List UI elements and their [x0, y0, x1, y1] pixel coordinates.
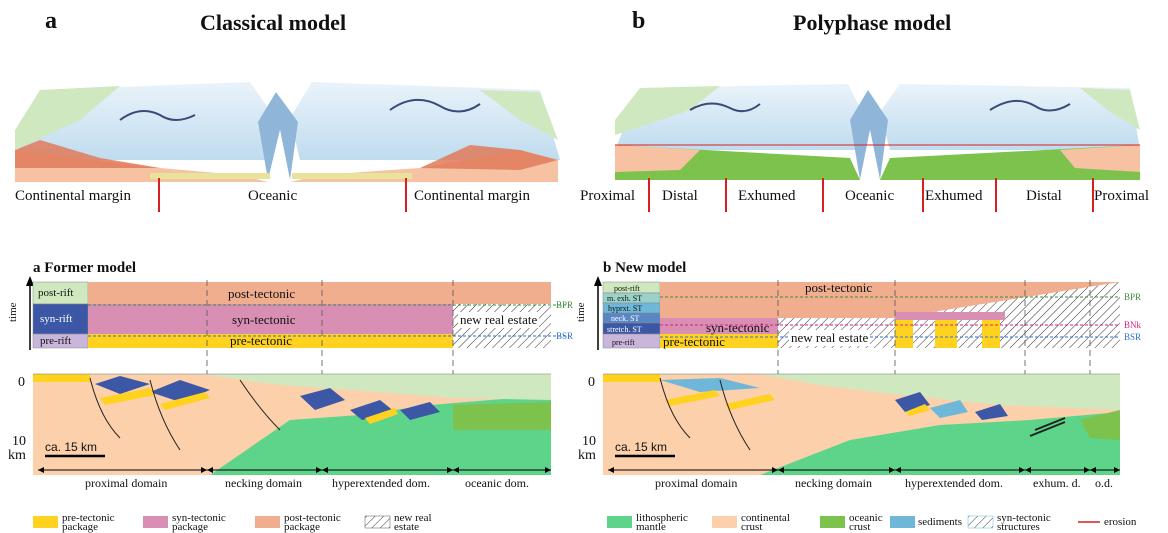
legend-new-real-estate: new real estate [394, 512, 432, 533]
former-domain-hyperextended: hyperextended dom. [332, 476, 430, 490]
divider-right-5 [995, 178, 997, 212]
divider-right-3 [822, 178, 824, 212]
new-new-real-estate: new real estate [789, 330, 871, 346]
former-new-real-estate: new real estate [458, 312, 540, 328]
new-domain-exhum: exhum. d. [1033, 476, 1081, 490]
legend-syn-tectonic: syn-tectonic package [172, 512, 226, 533]
new-row-neck: neck. ST [611, 314, 640, 323]
former-row-syn-rift: syn-rift [40, 313, 73, 325]
former-depth-unit: km [8, 448, 26, 463]
new-row-post-rift: post-rift [614, 284, 640, 293]
former-time-label: time [7, 302, 19, 322]
former-depth-10: 10 [12, 434, 26, 449]
former-scale: ca. 15 km [45, 440, 98, 454]
former-syn-tectonic: syn-tectonic [232, 312, 296, 327]
domain-continental-margin-right: Continental margin [414, 188, 530, 204]
new-cross-section [603, 373, 1120, 475]
new-bsr: BSR [1124, 332, 1142, 342]
domain-exhumed-1: Exhumed [738, 188, 796, 204]
former-pre-tectonic: pre-tectonic [230, 333, 293, 348]
former-model-title: a Former model [33, 260, 137, 276]
legend-post-tectonic: post-tectonic package [284, 512, 341, 533]
divider-right-1 [648, 178, 650, 212]
panel-letter-a: a [45, 8, 57, 34]
new-post-tectonic: post-tectonic [805, 280, 873, 295]
panel-letter-b: b [632, 8, 646, 34]
panel-title-b: Polyphase model [793, 10, 952, 35]
classical-block-diagram [15, 82, 560, 182]
former-row-pre-rift: pre-rift [40, 335, 72, 347]
former-row-post-rift: post-rift [38, 287, 74, 299]
new-row-hyprxt: hyprxt. ST [608, 304, 643, 313]
legend-erosion: erosion [1104, 516, 1137, 528]
former-domain-proximal: proximal domain [85, 476, 168, 490]
new-depth-0: 0 [588, 375, 595, 390]
new-row-pre-rift: pre-rift [612, 338, 635, 347]
former-chronostratigraphy [26, 276, 570, 470]
divider-right-4 [922, 178, 924, 212]
former-domain-oceanic: oceanic dom. [465, 476, 529, 490]
domain-distal-1: Distal [662, 188, 698, 204]
legend-sediments: sediments [918, 516, 962, 528]
former-post-tectonic: post-tectonic [228, 286, 296, 301]
domain-proximal-2: Proximal [1094, 188, 1149, 204]
legend-continental-crust: continental crust [741, 512, 790, 533]
new-syn-tectonic: syn-tectonic [706, 320, 770, 335]
domain-oceanic-right: Oceanic [845, 188, 895, 204]
legend-syn-tectonic-structures: syn-tectonic structures [997, 512, 1051, 533]
divider-right-2 [725, 178, 727, 212]
domain-distal-2: Distal [1026, 188, 1062, 204]
former-domain-necking: necking domain [225, 476, 302, 490]
new-domain-necking: necking domain [795, 476, 872, 490]
new-row-m-exh: m. exh. ST [607, 294, 643, 303]
new-row-stretch: stretch. ST [607, 325, 642, 334]
new-domain-proximal: proximal domain [655, 476, 738, 490]
new-domain-hyperextended: hyperextended dom. [905, 476, 1003, 490]
domain-continental-margin-left: Continental margin [15, 188, 131, 204]
domain-proximal-1: Proximal [580, 188, 635, 204]
legend-pre-tectonic: pre-tectonic package [62, 512, 115, 533]
divider-left-2 [405, 178, 407, 212]
former-bpr: BPR [556, 300, 574, 310]
former-cross-section [33, 373, 551, 475]
divider-left-1 [158, 178, 160, 212]
new-depth-10: 10 [582, 434, 596, 449]
new-bpr: BPR [1124, 292, 1142, 302]
new-time-label: time [575, 302, 587, 322]
panel-title-a: Classical model [200, 10, 347, 35]
new-bnk: BNk [1124, 320, 1142, 330]
domain-exhumed-2: Exhumed [925, 188, 983, 204]
divider-right-6 [1092, 178, 1094, 212]
new-scale: ca. 15 km [615, 440, 668, 454]
new-depth-unit: km [578, 448, 596, 463]
legend-swatches [33, 515, 1100, 529]
polyphase-block-diagram [615, 84, 1140, 180]
new-pre-tectonic: pre-tectonic [663, 334, 726, 349]
former-depth-0: 0 [18, 375, 25, 390]
new-model-title: b New model [603, 260, 687, 276]
legend-oceanic-crust: oceanic crust [849, 512, 883, 533]
domain-oceanic-left: Oceanic [248, 188, 298, 204]
legend-lithospheric-mantle: lithospheric mantle [636, 512, 688, 533]
former-bsr: BSR [556, 331, 574, 341]
new-domain-od: o.d. [1095, 476, 1113, 490]
